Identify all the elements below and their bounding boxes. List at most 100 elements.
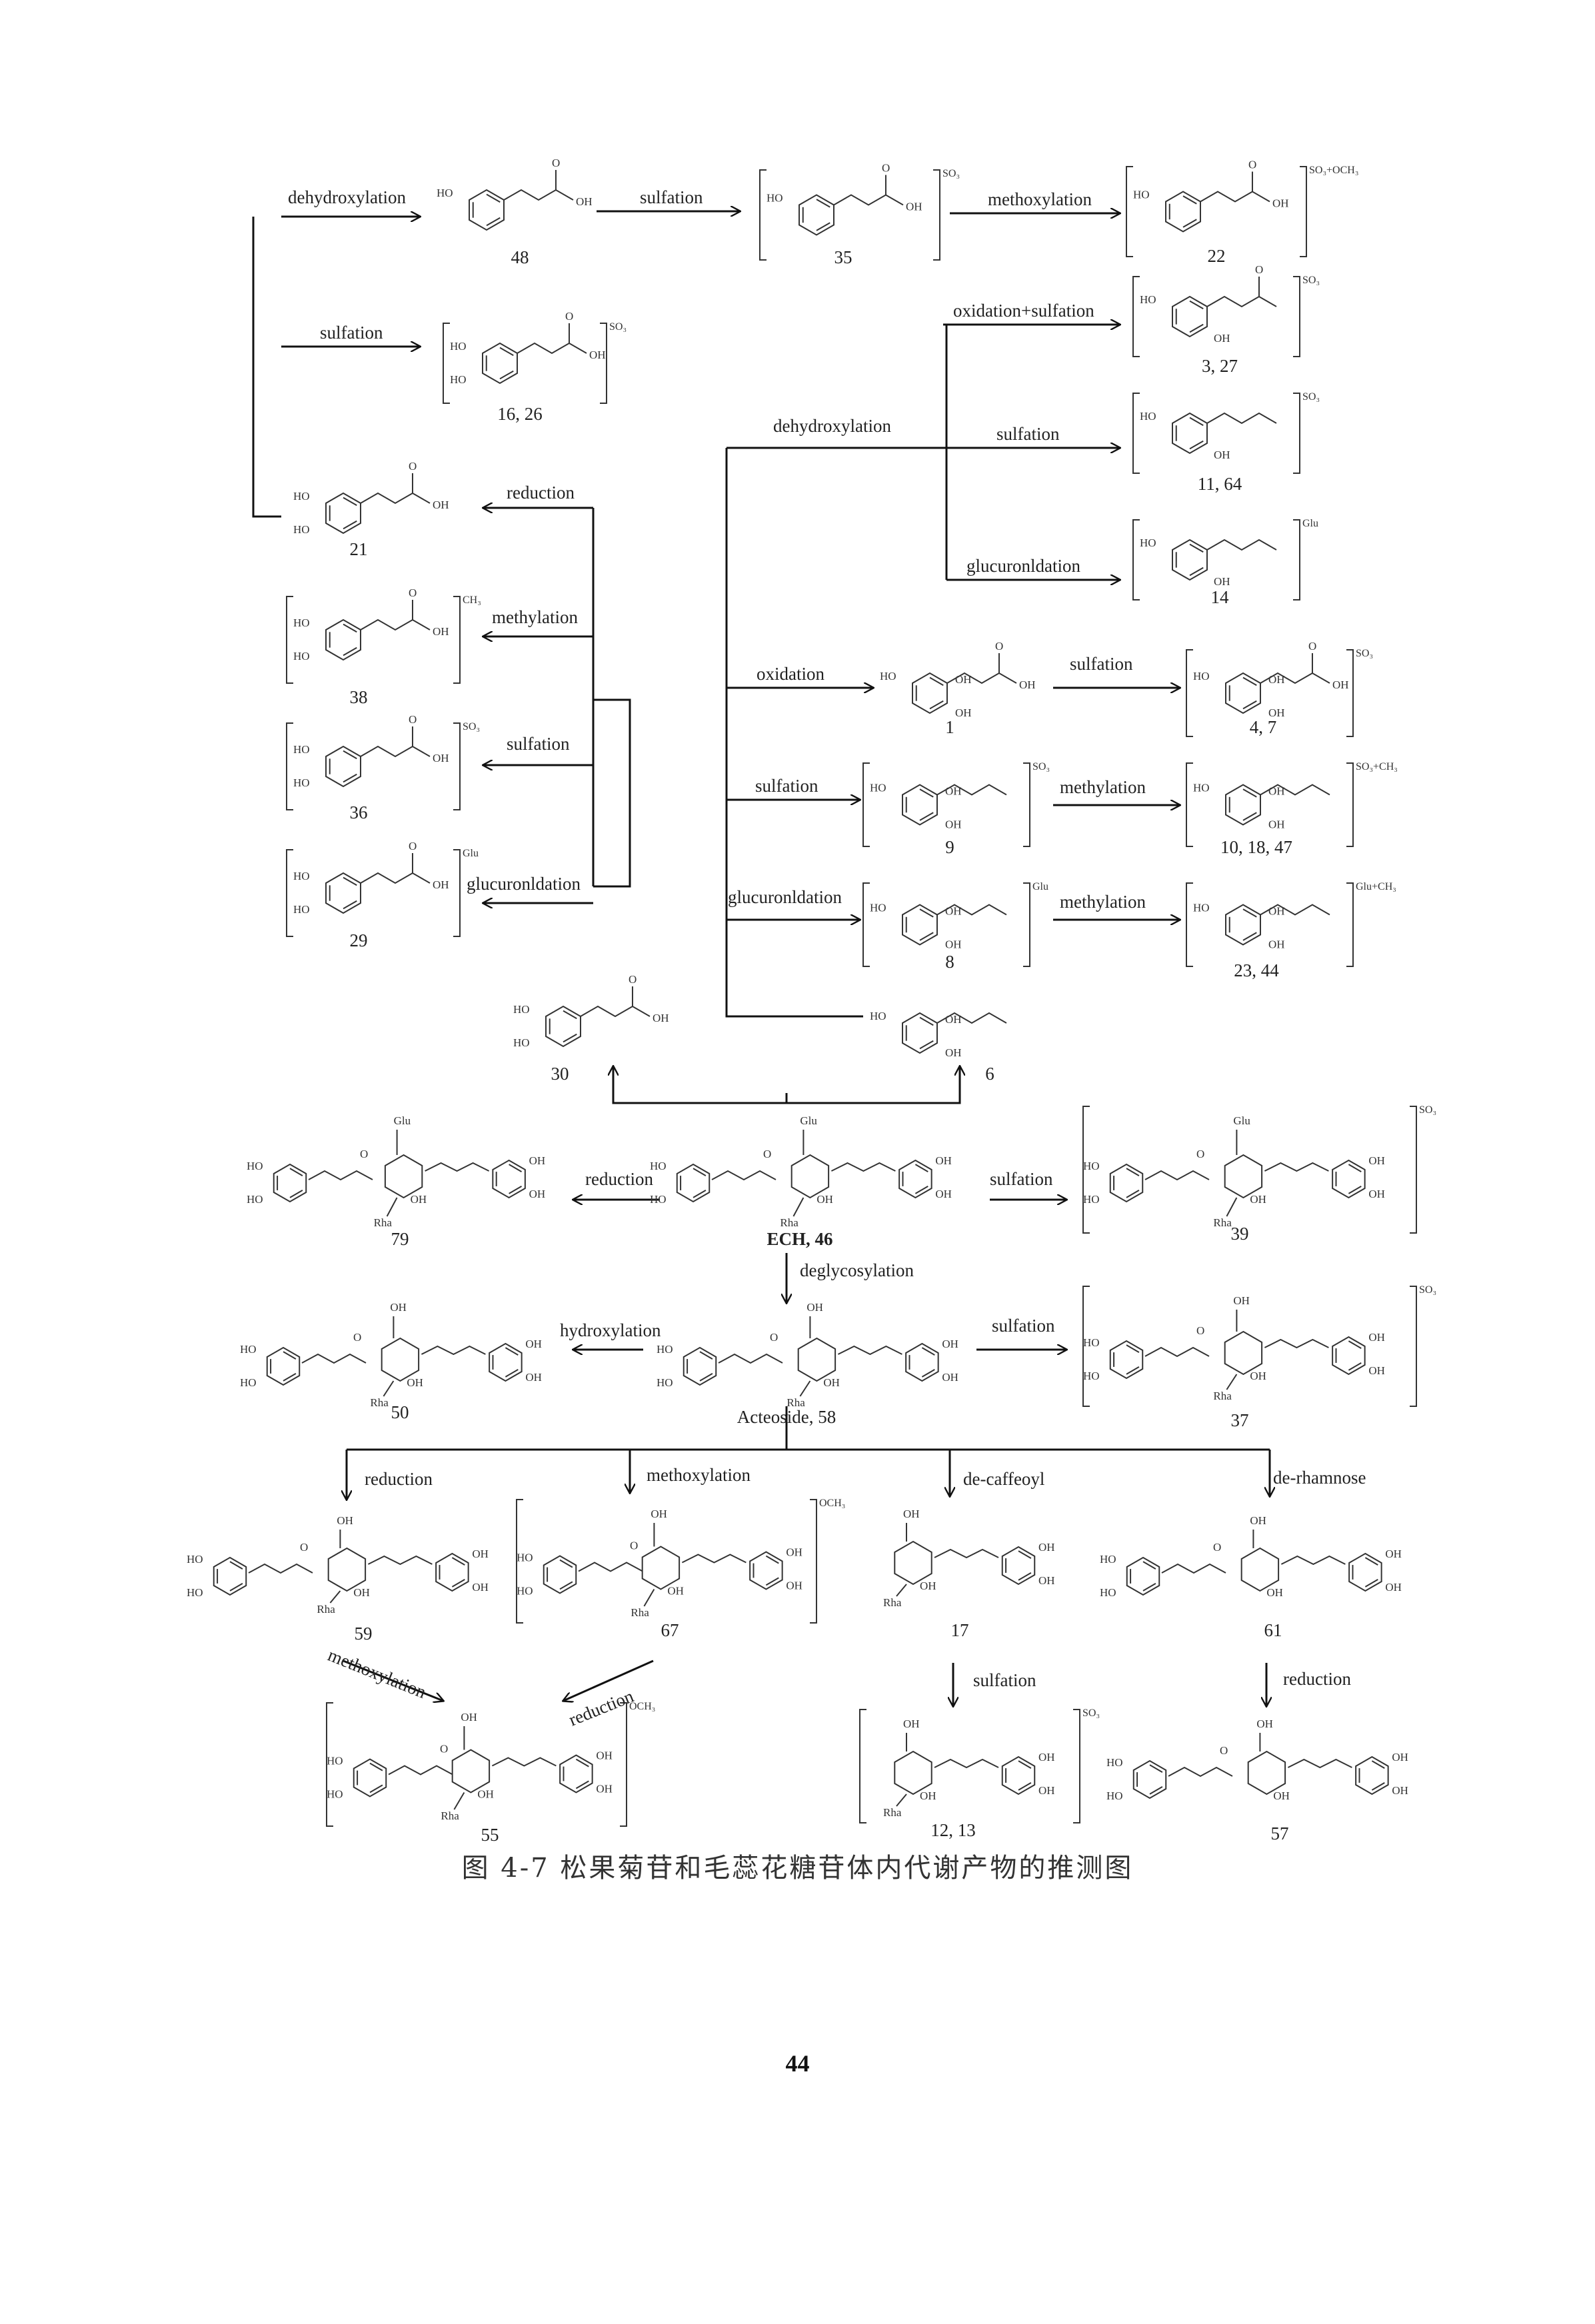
svg-text:HO: HO [1140,293,1156,306]
edge-label-e_oxidation_1: oxidation [757,664,824,684]
edge-label-e_dehyd_mid: dehydroxylation [773,416,891,436]
svg-text:O: O [565,310,573,323]
edge-label-e_meth_35_22: methoxylation [988,189,1092,209]
edge-label-e_reduction_57: reduction [1283,1669,1351,1689]
svg-text:OH: OH [461,1711,477,1724]
svg-text:OH: OH [1250,1514,1266,1527]
svg-text:HO: HO [880,670,896,682]
conjugate-label: SO₃ [1082,1708,1100,1719]
svg-text:HO: HO [1106,1756,1123,1769]
conjugate-label: SO₃ [1032,761,1050,772]
svg-text:OH: OH [906,201,922,213]
compound-label-cECH: ECH, 46 [767,1229,832,1249]
svg-text:HO: HO [293,490,310,503]
svg-text:OH: OH [1368,1154,1385,1167]
svg-text:HO: HO [1083,1370,1100,1382]
svg-text:HO: HO [1106,1789,1123,1802]
svg-text:Rha: Rha [317,1603,335,1616]
svg-text:HO: HO [187,1586,203,1599]
compound-label-c36: 36 [350,802,368,822]
edge-label-e_glucuron_14: glucuronldation [966,556,1080,576]
svg-text:OH: OH [433,499,449,511]
compound-label-c79: 79 [391,1229,409,1249]
conjugate-label: Glu [1032,881,1048,892]
svg-text:OH: OH [525,1371,542,1384]
compound-label-c55: 55 [481,1825,499,1845]
svg-text:OH: OH [816,1193,833,1206]
svg-text:HO: HO [870,782,886,794]
svg-text:OH: OH [653,1012,669,1024]
svg-text:Rha: Rha [780,1216,798,1229]
svg-text:O: O [630,1540,638,1552]
svg-text:HO: HO [1193,902,1210,914]
svg-text:O: O [770,1331,778,1344]
compound-label-c14: 14 [1211,587,1230,607]
svg-text:OH: OH [942,1338,958,1350]
compound-label-c23: 23, 44 [1234,960,1279,980]
edge-label-e_sulf_16: sulfation [320,323,383,343]
conjugate-label: Glu [463,848,479,859]
svg-text:OH: OH [903,1508,920,1520]
svg-text:OH: OH [955,706,972,719]
svg-text:OH: OH [1268,938,1285,951]
svg-text:HO: HO [513,1003,530,1016]
edge-label-e_reduction_21: reduction [507,483,575,503]
svg-text:OH: OH [945,1046,962,1059]
svg-text:OH: OH [1019,678,1036,691]
svg-text:O: O [300,1541,308,1554]
svg-text:HO: HO [1100,1586,1116,1599]
svg-text:OH: OH [529,1154,546,1167]
conjugate-label: OCH₃ [819,1498,845,1509]
conjugate-label: Glu [1302,518,1318,529]
edge-label-e_sulf_9: sulfation [755,776,818,796]
svg-text:OH: OH [1214,332,1230,345]
svg-text:HO: HO [1140,537,1156,549]
svg-text:HO: HO [517,1552,533,1564]
compound-label-c58: Acteoside, 58 [737,1407,836,1427]
svg-text:OH: OH [806,1301,823,1314]
svg-text:OH: OH [433,878,449,891]
svg-text:Glu: Glu [394,1114,411,1127]
svg-text:HO: HO [327,1788,343,1801]
svg-text:HO: HO [240,1343,257,1356]
svg-text:OH: OH [1256,1718,1273,1730]
svg-text:Rha: Rha [374,1216,393,1229]
svg-text:OH: OH [920,1789,936,1802]
svg-text:HO: HO [293,650,310,662]
edge-label-e_sulf_1_4: sulfation [1070,654,1133,674]
edge-e_methoxylation_55 [343,1660,443,1701]
edge-label-e_oxsulf_3: oxidation+sulfation [953,301,1094,321]
svg-text:O: O [763,1148,771,1160]
svg-text:OH: OH [407,1376,423,1389]
svg-text:OH: OH [433,752,449,764]
svg-text:HO: HO [657,1376,673,1389]
edge-label-e_meth_8_23: methylation [1060,892,1146,912]
svg-text:Rha: Rha [1213,1216,1232,1229]
edge-label-e_decaffeoyl: de-caffeoyl [963,1469,1044,1489]
compound-label-c61: 61 [1264,1620,1282,1640]
compound-label-c29: 29 [350,930,368,950]
svg-text:OH: OH [1250,1370,1266,1382]
svg-text:OH: OH [945,938,962,951]
compound-label-c50: 50 [391,1402,409,1422]
svg-text:HO: HO [293,903,310,916]
compound-label-c4: 4, 7 [1250,717,1277,737]
svg-text:HO: HO [187,1553,203,1566]
edge-label-e_derhamnose: de-rhamnose [1273,1468,1366,1488]
svg-text:HO: HO [513,1036,530,1049]
compound-label-c9: 9 [945,837,954,857]
svg-text:HO: HO [1140,410,1156,423]
compound-label-c12: 12, 13 [930,1820,976,1840]
svg-text:OH: OH [1385,1548,1402,1560]
edge-label-e_reduction_59: reduction [365,1469,433,1489]
compound-label-c10: 10, 18, 47 [1220,837,1292,857]
svg-text:OH: OH [1392,1751,1408,1763]
